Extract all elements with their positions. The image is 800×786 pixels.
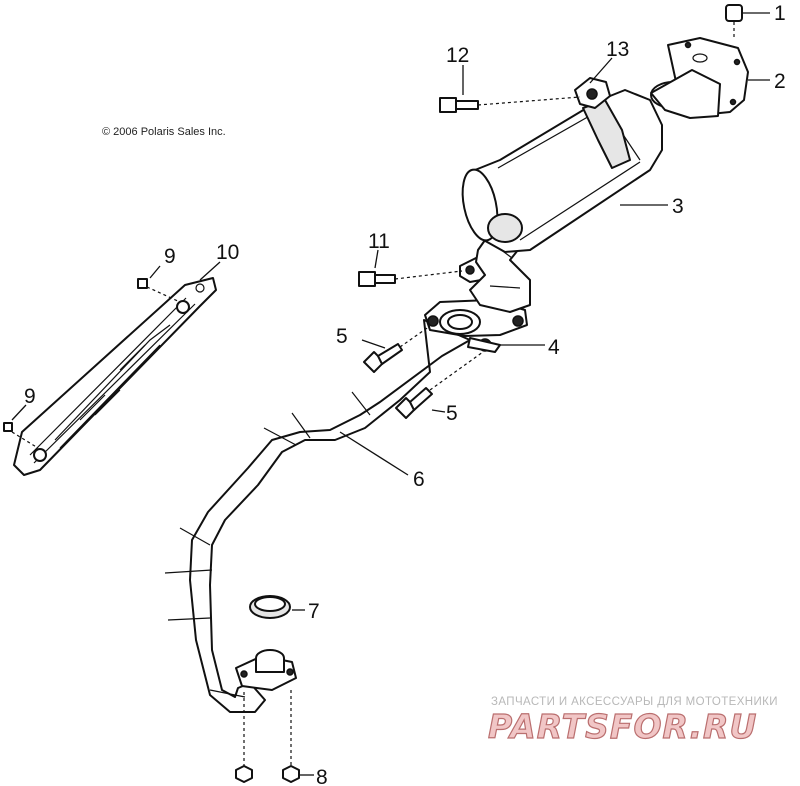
part-12-bolt [439, 96, 581, 113]
callout-7: 7 [308, 600, 320, 623]
callouts: 1 2 3 4 5 5 6 7 8 9 9 10 11 12 13 [24, 2, 786, 786]
part-5-bolt-upper [363, 325, 431, 373]
watermark-tagline: ЗАПЧАСТИ И АКСЕССУАРЫ ДЛЯ МОТОТЕХНИКИ [491, 696, 778, 708]
watermark: ЗАПЧАСТИ И АКСЕССУАРЫ ДЛЯ МОТОТЕХНИКИ PA… [487, 696, 778, 747]
part-1-screw [725, 4, 743, 38]
part-3-muffler [461, 77, 663, 253]
part-11-bolt [358, 270, 463, 287]
leader-lines [11, 12, 770, 776]
callout-9-top: 9 [164, 245, 176, 268]
part-5-bolt-lower [395, 351, 484, 419]
part-7-gasket [249, 595, 291, 619]
callout-11: 11 [368, 230, 390, 253]
part-9-bolt-left [3, 422, 39, 449]
callout-2: 2 [774, 70, 786, 93]
callout-4: 4 [548, 336, 560, 359]
callout-9-left: 9 [24, 385, 36, 408]
callout-8: 8 [316, 766, 328, 786]
callout-10: 10 [216, 241, 239, 264]
callout-3: 3 [672, 195, 684, 218]
watermark-logo: PARTSFOR.RU [488, 707, 757, 746]
part-6-header-pipe [164, 319, 471, 713]
callout-12: 12 [446, 44, 469, 67]
part-2-end-cap [650, 37, 749, 119]
copyright-text: © 2006 Polaris Sales Inc. [102, 126, 226, 138]
part-9-bolt-top [137, 278, 181, 303]
callout-13: 13 [606, 38, 629, 61]
part-8-nuts [235, 690, 300, 783]
callout-6: 6 [413, 468, 425, 491]
callout-5-upper: 5 [336, 325, 348, 348]
inlet-flange [235, 649, 297, 691]
callout-5-lower: 5 [446, 402, 458, 425]
part-4-flange-clamp [424, 299, 528, 353]
part-10-heat-shield-bracket [13, 277, 217, 476]
callout-1: 1 [774, 2, 786, 25]
